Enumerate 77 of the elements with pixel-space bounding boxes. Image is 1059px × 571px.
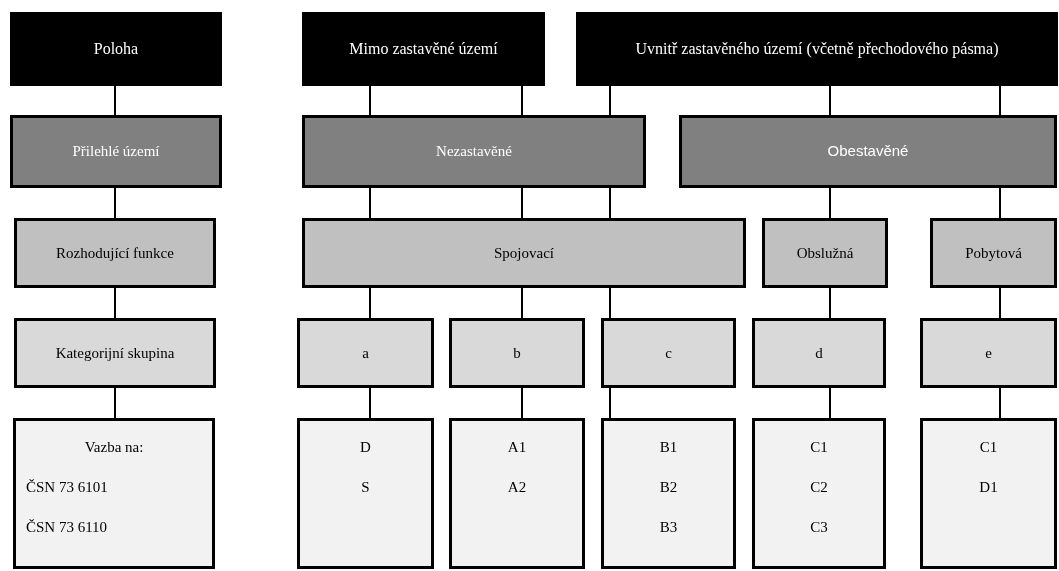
group-box (449, 318, 585, 388)
node-text: C2 (810, 478, 828, 497)
node-text: ČSN 73 6101 (25, 478, 108, 497)
node-text: C3 (810, 518, 828, 537)
node-text: A2 (507, 478, 527, 497)
connector-line (521, 85, 523, 116)
category-box (302, 115, 646, 188)
connector-line (369, 387, 371, 419)
connector-line (114, 187, 116, 219)
node-text: B3 (659, 518, 678, 537)
group-box (14, 318, 216, 388)
node-text: ČSN 73 6110 (25, 518, 108, 537)
group-box (297, 318, 434, 388)
node-text: S (361, 478, 370, 497)
connector-line (999, 187, 1001, 219)
function-box (930, 218, 1057, 288)
header-box (576, 12, 1058, 86)
detail-box (13, 418, 215, 569)
connector-line (369, 287, 371, 319)
connector-line (829, 187, 831, 219)
connector-line (829, 287, 831, 319)
category-box (679, 115, 1057, 188)
connector-line (609, 387, 611, 419)
node-text: Rozhodující funkce (55, 243, 175, 263)
node-text: Obestavěné (826, 142, 910, 161)
node-text: D1 (979, 478, 998, 497)
detail-box (601, 418, 736, 569)
header-box (10, 12, 222, 86)
node-text: B1 (659, 438, 678, 457)
detail-box (920, 418, 1057, 569)
function-box (14, 218, 216, 288)
node-text: Vazba na: (84, 438, 144, 457)
group-box (752, 318, 886, 388)
node-text: Nezastavěné (435, 142, 513, 161)
node-text: b (512, 343, 522, 363)
group-box (601, 318, 736, 388)
node-text: Obslužná (795, 243, 855, 263)
connector-line (521, 287, 523, 319)
connector-line (521, 187, 523, 219)
function-box (302, 218, 746, 288)
detail-box (297, 418, 434, 569)
detail-box (449, 418, 585, 569)
node-text: D (360, 438, 371, 457)
connector-line (114, 287, 116, 319)
node-text: Uvnitř zastavěného území (včetně přechodového pásma) (634, 39, 1000, 59)
node-text: C1 (810, 438, 828, 457)
category-box (10, 115, 222, 188)
node-text: B2 (659, 478, 678, 497)
node-text: Spojovací (493, 243, 555, 263)
node-text: Mimo zastavěné území (348, 39, 499, 59)
node-text: d (814, 343, 824, 363)
group-box (920, 318, 1057, 388)
connector-line (521, 387, 523, 419)
connector-line (829, 85, 831, 116)
connector-line (114, 387, 116, 419)
connector-line (609, 85, 611, 116)
connector-line (829, 387, 831, 419)
node-text: C1 (979, 438, 998, 457)
detail-box (752, 418, 886, 569)
node-text: a (361, 343, 370, 363)
connector-line (114, 85, 116, 116)
node-text: Pobytová (964, 243, 1023, 263)
connector-line (999, 85, 1001, 116)
function-box (762, 218, 888, 288)
node-text: A1 (507, 438, 527, 457)
node-text: c (664, 343, 673, 363)
connector-line (999, 387, 1001, 419)
node-text: Poloha (92, 39, 140, 59)
connector-line (999, 287, 1001, 319)
node-text: Přilehlé území (71, 142, 161, 161)
connector-line (369, 187, 371, 219)
node-text: e (984, 343, 993, 363)
connector-line (609, 187, 611, 219)
node-text: Kategorijní skupina (54, 343, 176, 363)
header-box (302, 12, 545, 86)
connector-line (609, 287, 611, 319)
connector-line (369, 85, 371, 116)
